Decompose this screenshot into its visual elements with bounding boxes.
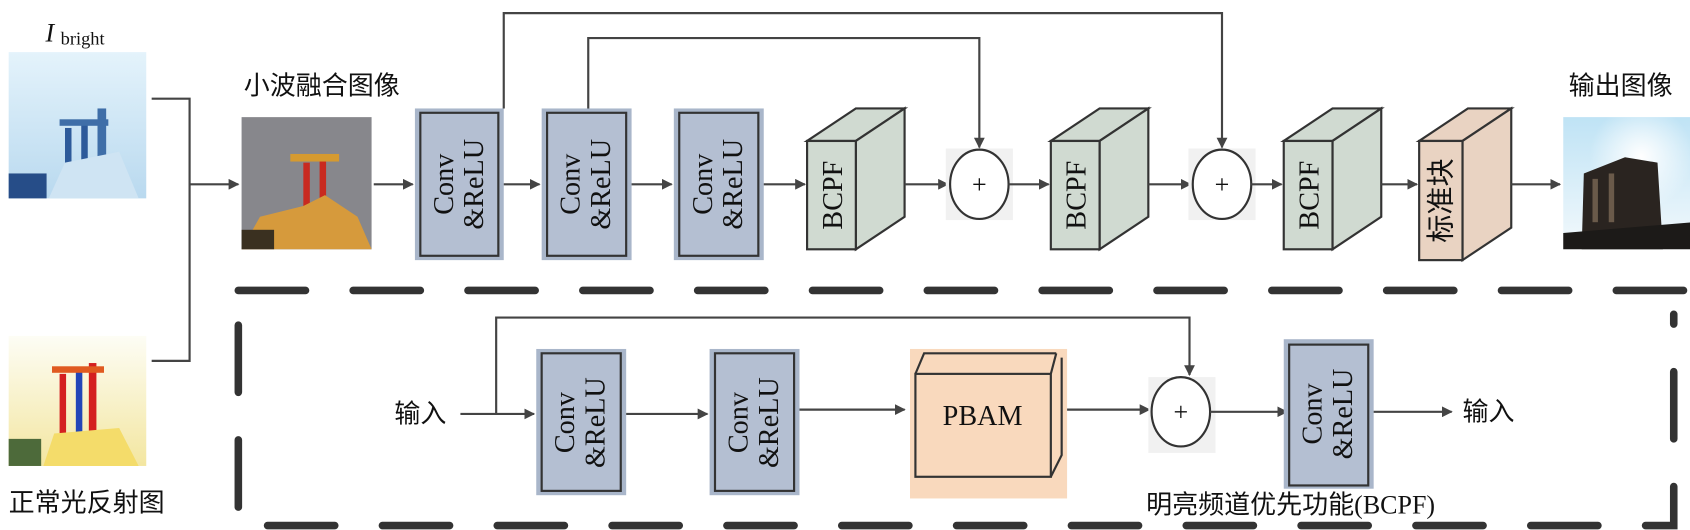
output-label: 输出图像 [1569,71,1673,100]
bcpf-detail-frame [234,310,1678,530]
relu-label: &ReLU [586,139,617,230]
bcpf-label: BCPF [818,161,849,230]
module-conv-relu-block-2: Conv &ReLU [709,348,800,496]
standard-block-label: 标准块 [1426,158,1458,242]
conv-label: Conv [724,391,755,453]
bright-label-sub: bright [61,29,105,49]
conv-relu-block-2: Conv &ReLU [541,108,632,261]
reflection-image [8,335,147,466]
bcpf-label: BCPF [1062,161,1093,230]
module-output-label: 输入 [1462,397,1514,426]
module-skip-connection [495,316,1195,414]
module-conv-relu-block-3: Conv &ReLU [1283,339,1374,489]
relu-label: &ReLU [459,139,490,230]
conv-label: Conv [688,153,719,215]
module-conv-relu-block-1: Conv &ReLU [536,348,627,496]
wavelet-label: 小波融合图像 [244,71,400,100]
merge-connector [151,97,191,362]
conv-label: Conv [556,153,587,215]
module-input-label: 输入 [394,400,446,429]
skip-connection-2 [587,36,985,149]
reflection-input: 正常光反射图 [8,335,165,517]
reflection-label: 正常光反射图 [9,488,165,517]
plus-symbol: + [1215,170,1230,199]
skip-connection-1 [502,12,1228,149]
bcpf-block-1: BCPF [803,106,909,252]
bcpf-label: BCPF [1294,161,1325,230]
conv-relu-block-1: Conv &ReLU [414,108,504,261]
standard-block: 标准块 [1415,106,1515,263]
plus-symbol: + [972,170,987,199]
bright-image [8,52,147,199]
relu-label: &ReLU [1328,369,1359,460]
conv-label: Conv [1298,383,1329,445]
conv-label: Conv [550,391,581,453]
relu-label: &ReLU [754,377,785,468]
relu-label: &ReLU [718,139,749,230]
output-image [1563,117,1690,250]
module-caption: 明亮频道优先功能(BCPF) [1146,491,1435,520]
pbam-block: PBAM [910,348,1068,499]
wavelet-image [241,117,372,250]
pbam-label: PBAM [943,401,1023,432]
module-add-node: + [1148,376,1216,453]
relu-label: &ReLU [581,377,612,468]
add-node-2: + [1188,148,1256,221]
conv-label: Conv [429,153,460,215]
conv-relu-block-3: Conv &ReLU [673,108,764,261]
bright-label-main: I [44,18,55,47]
bcpf-block-3: BCPF [1280,106,1385,252]
bright-input: I bright [8,18,147,199]
bcpf-block-2: BCPF [1047,106,1152,252]
plus-symbol: + [1173,397,1188,426]
add-node-1: + [945,148,1013,221]
